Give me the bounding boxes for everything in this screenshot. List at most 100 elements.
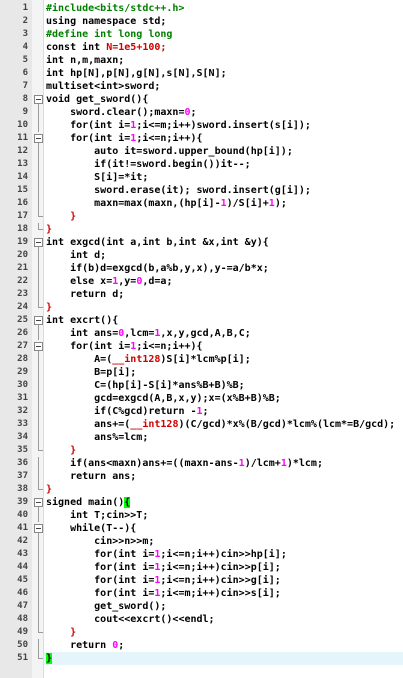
line-code[interactable]: C=(hp[i]-S[i]*ans%B+B)%B; <box>46 380 245 391</box>
line-code[interactable]: } <box>46 224 53 235</box>
line-code[interactable]: auto it=sword.upper_bound(hp[i]); <box>46 146 293 157</box>
line-code[interactable]: #include<bits/stdc++.h> <box>46 3 185 14</box>
code-line[interactable]: 50 return 0; <box>0 639 403 652</box>
code-line[interactable]: 35 } <box>0 444 403 457</box>
line-code[interactable]: for(int i=1;i<=n;i++)cin>>g[i]; <box>46 575 281 586</box>
line-code[interactable]: for(int i=1;i<=m;i++)cin>>s[i]; <box>46 588 281 599</box>
line-code[interactable]: sword.clear();maxn=0; <box>46 107 197 118</box>
line-code[interactable]: using namespace std; <box>46 16 167 27</box>
code-line[interactable]: 14 S[i]=*it; <box>0 171 403 184</box>
code-line[interactable]: 10 for(int i=1;i<=m;i++)sword.insert(s[i… <box>0 119 403 132</box>
line-code[interactable]: multiset<int>sword; <box>46 81 161 92</box>
line-code[interactable]: int excrt(){ <box>46 315 119 326</box>
code-line[interactable]: 41 while(T--){ <box>0 522 403 535</box>
code-line[interactable]: 43 for(int i=1;i<=n;i++)cin>>hp[i]; <box>0 548 403 561</box>
line-code[interactable]: return d; <box>46 289 125 300</box>
line-code[interactable]: ans+=(__int128)(C/gcd)*x%(B/gcd)*lcm%(lc… <box>46 419 396 430</box>
line-code[interactable]: void get_sword(){ <box>46 94 149 105</box>
line-code[interactable]: int hp[N],p[N],g[N],s[N],S[N]; <box>46 68 227 79</box>
fold-collapse-icon[interactable] <box>34 340 43 353</box>
code-line[interactable]: 28 A=(__int128)S[i]*lcm%p[i]; <box>0 353 403 366</box>
line-code[interactable]: if(ans<maxn)ans+=((maxn-ans-1)/lcm+1)*lc… <box>46 458 323 469</box>
line-code[interactable]: int d; <box>46 250 107 261</box>
line-code[interactable]: } <box>46 484 53 495</box>
line-code[interactable]: while(T--){ <box>46 523 137 534</box>
code-line[interactable]: 48 cout<<excrt()<<endl; <box>0 613 403 626</box>
code-line[interactable]: 21 if(b)d=exgcd(b,a%b,y,x),y-=a/b*x; <box>0 262 403 275</box>
code-line[interactable]: 29 B=p[i]; <box>0 366 403 379</box>
fold-collapse-icon[interactable] <box>34 93 43 106</box>
code-line[interactable]: 12 auto it=sword.upper_bound(hp[i]); <box>0 145 403 158</box>
code-line[interactable]: 15 sword.erase(it); sword.insert(g[i]); <box>0 184 403 197</box>
fold-collapse-icon[interactable] <box>34 496 43 509</box>
code-line[interactable]: 40 int T;cin>>T; <box>0 509 403 522</box>
line-code[interactable]: for(int i=1;i<=m;i++)sword.insert(s[i]); <box>46 120 311 131</box>
code-line[interactable]: 30 C=(hp[i]-S[i]*ans%B+B)%B; <box>0 379 403 392</box>
line-code[interactable]: gcd=exgcd(A,B,x,y);x=(x%B+B)%B; <box>46 393 281 404</box>
line-code[interactable]: return ans; <box>46 471 137 482</box>
line-code[interactable]: signed main(){ <box>46 497 131 508</box>
fold-collapse-icon[interactable] <box>34 236 43 249</box>
code-line[interactable]: 20 int d; <box>0 249 403 262</box>
line-code[interactable]: else x=1,y=0,d=a; <box>46 276 173 287</box>
code-line[interactable]: 24} <box>0 301 403 314</box>
code-line[interactable]: 51} <box>0 652 403 665</box>
code-line[interactable]: 32 if(C%gcd)return -1; <box>0 405 403 418</box>
line-code[interactable]: for(int i=1;i<=n;i++){ <box>46 341 203 352</box>
fold-collapse-icon[interactable] <box>34 522 43 535</box>
code-line[interactable]: 11 for(int i=1;i<=n;i++){ <box>0 132 403 145</box>
code-line[interactable]: 33 ans+=(__int128)(C/gcd)*x%(B/gcd)*lcm%… <box>0 418 403 431</box>
code-line[interactable]: 22 else x=1,y=0,d=a; <box>0 275 403 288</box>
line-code[interactable]: if(b)d=exgcd(b,a%b,y,x),y-=a/b*x; <box>46 263 269 274</box>
code-line[interactable]: 13 if(it!=sword.begin())it--; <box>0 158 403 171</box>
line-code[interactable]: } <box>70 627 77 638</box>
line-code[interactable]: A=(__int128)S[i]*lcm%p[i]; <box>46 354 251 365</box>
line-code[interactable]: #define int long long <box>46 29 173 40</box>
line-code[interactable]: } <box>46 302 53 313</box>
line-code[interactable]: S[i]=*it; <box>46 172 149 183</box>
code-line[interactable]: 37 return ans; <box>0 470 403 483</box>
line-code[interactable]: int T;cin>>T; <box>46 510 149 521</box>
line-code[interactable]: } <box>70 445 77 456</box>
code-line[interactable]: 44 for(int i=1;i<=n;i++)cin>>p[i]; <box>0 561 403 574</box>
line-code[interactable]: for(int i=1;i<=n;i++)cin>>p[i]; <box>46 562 281 573</box>
code-line[interactable]: 38} <box>0 483 403 496</box>
line-code[interactable]: return 0; <box>46 640 125 651</box>
code-line[interactable]: 17 } <box>0 210 403 223</box>
line-code[interactable]: int ans=0,lcm=1,x,y,gcd,A,B,C; <box>46 328 251 339</box>
fold-collapse-icon[interactable] <box>34 314 43 327</box>
code-line[interactable]: 27 for(int i=1;i<=n;i++){ <box>0 340 403 353</box>
line-code[interactable]: } <box>70 211 77 222</box>
code-line[interactable]: 18} <box>0 223 403 236</box>
line-code[interactable]: int n,m,maxn; <box>46 55 125 66</box>
code-line[interactable]: 46 for(int i=1;i<=m;i++)cin>>s[i]; <box>0 587 403 600</box>
line-code[interactable]: } <box>44 652 403 665</box>
line-code[interactable]: int exgcd(int a,int b,int &x,int &y){ <box>46 237 269 248</box>
code-line[interactable]: 34 ans%=lcm; <box>0 431 403 444</box>
code-line[interactable]: 3#define int long long <box>0 28 403 41</box>
line-code[interactable]: if(it!=sword.begin())it--; <box>46 159 251 170</box>
line-code[interactable]: sword.erase(it); sword.insert(g[i]); <box>46 185 311 196</box>
code-line[interactable]: 9 sword.clear();maxn=0; <box>0 106 403 119</box>
code-line[interactable]: 16 maxn=max(maxn,(hp[i]-1)/S[i]+1); <box>0 197 403 210</box>
code-line[interactable]: 42 cin>>n>>m; <box>0 535 403 548</box>
code-line[interactable]: 1#include<bits/stdc++.h> <box>0 2 403 15</box>
fold-collapse-icon[interactable] <box>34 132 43 145</box>
code-line[interactable]: 47 get_sword(); <box>0 600 403 613</box>
code-line[interactable]: 31 gcd=exgcd(A,B,x,y);x=(x%B+B)%B; <box>0 392 403 405</box>
code-line[interactable]: 26 int ans=0,lcm=1,x,y,gcd,A,B,C; <box>0 327 403 340</box>
line-code[interactable]: maxn=max(maxn,(hp[i]-1)/S[i]+1); <box>46 198 287 209</box>
line-code[interactable]: cout<<excrt()<<endl; <box>46 614 215 625</box>
line-code[interactable]: for(int i=1;i<=n;i++)cin>>hp[i]; <box>46 549 287 560</box>
line-code[interactable]: B=p[i]; <box>46 367 137 378</box>
code-line[interactable]: 23 return d; <box>0 288 403 301</box>
